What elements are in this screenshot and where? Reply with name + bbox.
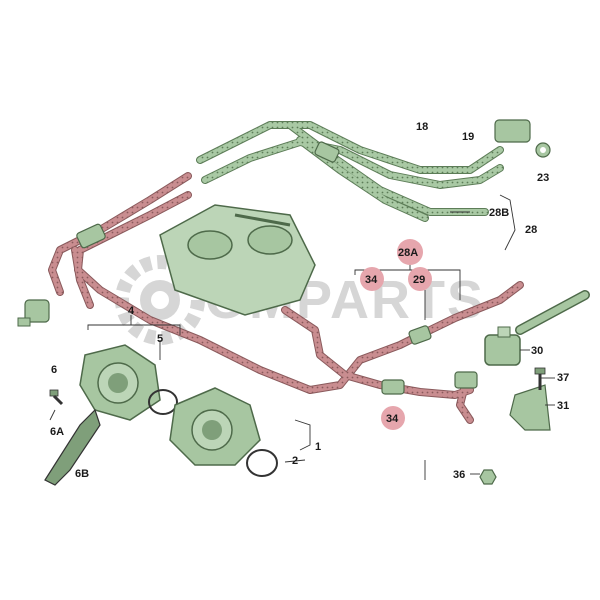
connector-top-right	[494, 119, 531, 143]
sensor-left	[17, 299, 50, 327]
label-31[interactable]: 31	[557, 400, 569, 412]
label-18[interactable]: 18	[416, 121, 428, 133]
clip-34	[381, 379, 405, 395]
label-6[interactable]: 6	[51, 364, 57, 376]
pipe-right	[515, 290, 590, 335]
hose-clip	[76, 223, 478, 389]
label-6a[interactable]: 6A	[50, 426, 64, 438]
bolt-37	[534, 367, 546, 390]
label-28a[interactable]: 28A	[398, 247, 418, 259]
label-19[interactable]: 19	[462, 131, 474, 143]
throttle-housing	[169, 387, 278, 477]
label-28b[interactable]: 28B	[489, 207, 509, 219]
label-23[interactable]: 23	[537, 172, 549, 184]
label-30[interactable]: 30	[531, 345, 543, 357]
bracket-31	[509, 384, 551, 431]
label-5[interactable]: 5	[157, 333, 163, 345]
label-28[interactable]: 28	[525, 224, 537, 236]
label-1[interactable]: 1	[315, 441, 321, 453]
part-labels: 18 19 23 28B 28 28A 34 29 4 5 30 6 37 31…	[50, 121, 569, 481]
green-hose-bundle	[196, 121, 504, 222]
label-37[interactable]: 37	[557, 372, 569, 384]
nut-23	[535, 142, 551, 158]
nut-36	[479, 469, 497, 485]
label-34-bottom[interactable]: 34	[386, 413, 399, 425]
bracket-6a	[44, 408, 101, 486]
valve-30	[484, 326, 521, 366]
leader-lines	[49, 194, 555, 480]
engine-cover	[159, 204, 316, 316]
highlight-markers	[360, 239, 432, 430]
label-2[interactable]: 2	[292, 455, 298, 467]
label-29[interactable]: 29	[413, 274, 425, 286]
label-4[interactable]: 4	[128, 305, 135, 317]
label-34-top[interactable]: 34	[365, 274, 378, 286]
label-6b[interactable]: 6B	[75, 468, 89, 480]
bolt-6	[49, 389, 64, 406]
label-36[interactable]: 36	[453, 469, 465, 481]
throttle-valve	[79, 344, 178, 421]
